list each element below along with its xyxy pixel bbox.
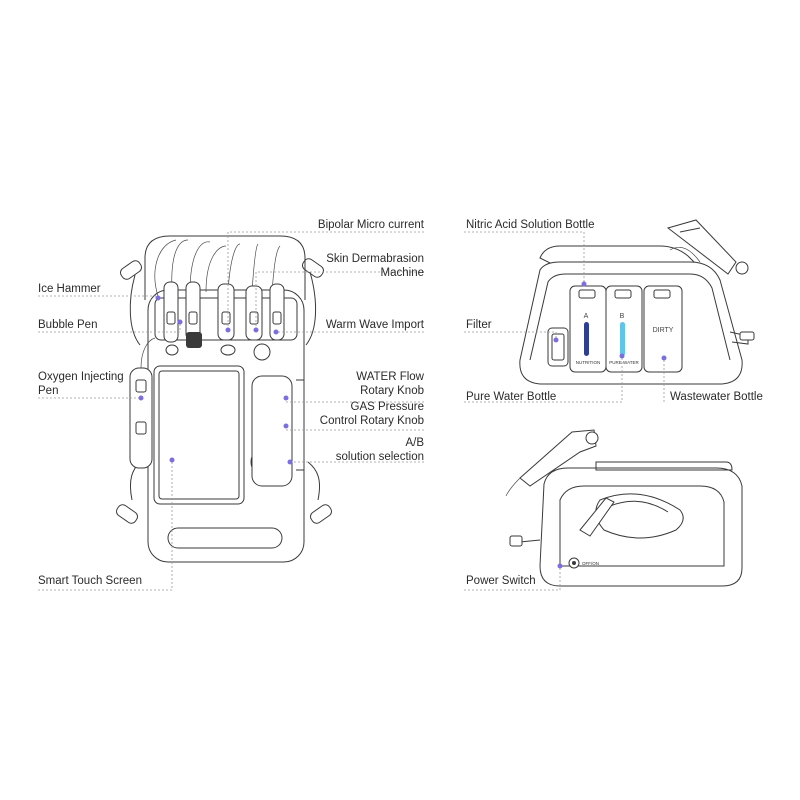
bottle-b-letter: B	[620, 313, 625, 320]
side-view-machine: OFF/ON	[505, 429, 743, 587]
label-ab-solution-selection: A/B solution selection	[335, 437, 424, 463]
label-filter: Filter	[466, 319, 492, 331]
label-wastewater-bottle: Wastewater Bottle	[670, 391, 763, 403]
label-gas-pressure-knob: GAS Pressure Control Rotary Knob	[319, 401, 424, 427]
label-smart-touch-screen: Smart Touch Screen	[38, 575, 142, 587]
label-skin-dermabrasion: Skin Dermabrasion Machine	[326, 253, 424, 279]
callout-dots	[138, 281, 667, 569]
label-bubble-pen: Bubble Pen	[38, 319, 98, 331]
label-pure-water-bottle: Pure Water Bottle	[466, 391, 557, 403]
front-view-machine	[116, 235, 332, 563]
bottle-compartment-view: A B NUTRITION PURE WATER DIRTY	[519, 219, 755, 385]
label-warm-wave-import: Warm Wave Import	[325, 319, 424, 331]
bottle-a-name: NUTRITION	[576, 360, 601, 365]
bottle-b-name: PURE WATER	[609, 360, 639, 365]
label-oxygen-injecting-pen: Oxygen Injecting Pen	[38, 371, 124, 397]
label-nitric-acid-bottle: Nitric Acid Solution Bottle	[466, 219, 595, 231]
bottle-a-letter: A	[584, 313, 589, 320]
label-power-switch: Power Switch	[466, 575, 536, 587]
label-ice-hammer: Ice Hammer	[38, 283, 101, 295]
dirty-bottle-label: DIRTY	[653, 327, 674, 334]
switch-marking: OFF/ON	[582, 561, 599, 566]
label-bipolar-micro-current: Bipolar Micro current	[317, 219, 424, 231]
label-water-flow-knob: WATER Flow Rotary Knob	[356, 371, 424, 397]
